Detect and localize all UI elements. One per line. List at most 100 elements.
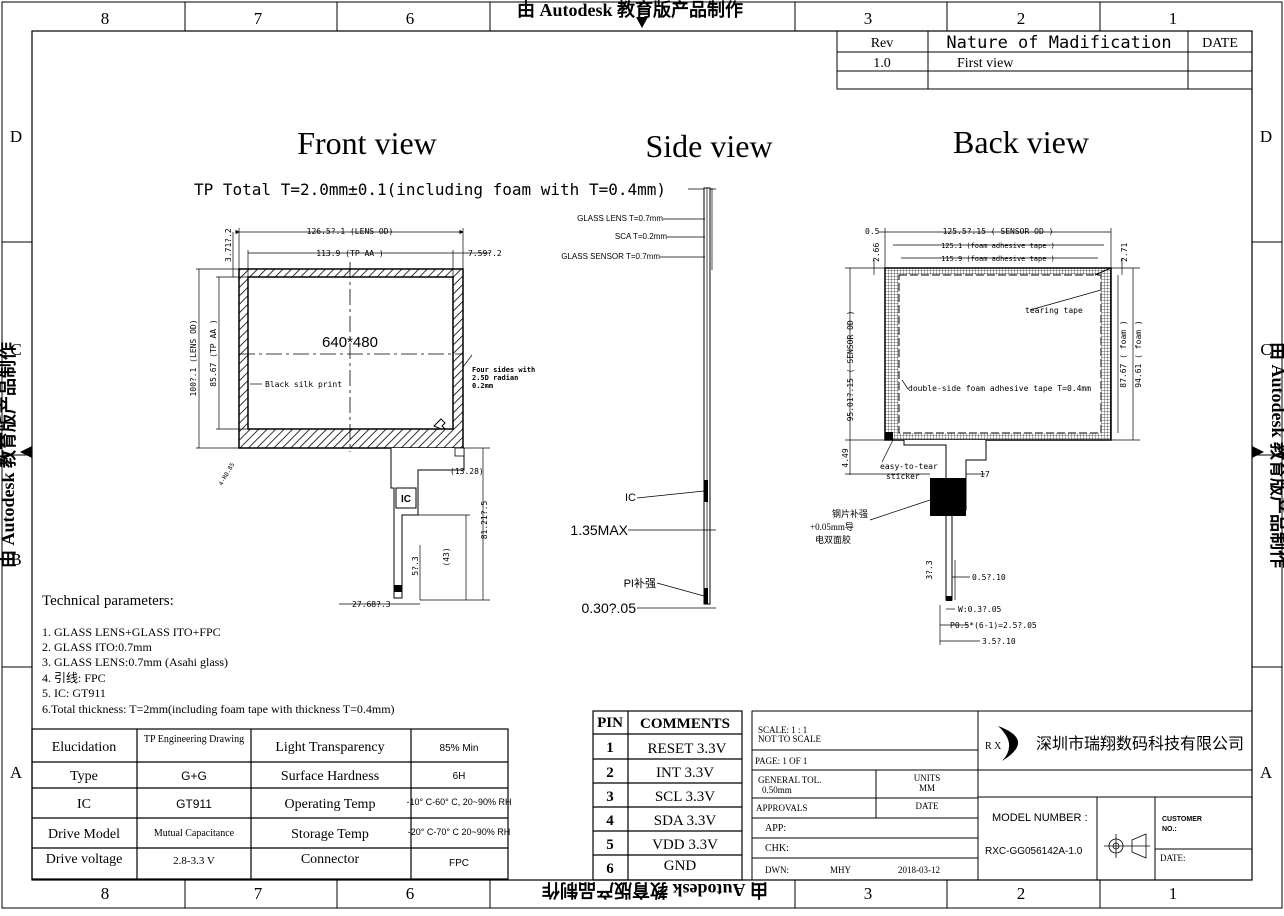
grid-number-bottom-3: 3	[864, 884, 873, 903]
front-view: 640*480 IC	[189, 227, 535, 609]
back-17: 17	[980, 470, 990, 479]
spec-r3-c3: Operating Temp	[285, 797, 376, 812]
pin-5-comment: VDD 3.3V	[652, 837, 718, 853]
corner-radius: 4-R0.85	[218, 461, 237, 487]
grid-letter-left-b: B	[10, 550, 21, 569]
model-number: RXC-GG056142A-1.0	[985, 846, 1083, 857]
app-label: APP:	[765, 823, 786, 834]
back-3: 3?.3	[925, 560, 934, 579]
double-side-tape: double-side foam adhesive tape T=0.4mm	[908, 384, 1091, 393]
pin-4-comment: SDA 3.3V	[654, 813, 717, 829]
spec-r1-c2: TP Engineering Drawing	[144, 734, 244, 745]
spec-r5-c1: Drive voltage	[46, 852, 123, 867]
nature-header: Nature of Madification	[946, 33, 1171, 53]
pin-2: 2	[606, 765, 614, 781]
back-foam-tape-1: 125.1 (foam adhesive tape )	[941, 242, 1055, 250]
pin-4: 4	[606, 813, 614, 829]
pin-header: PIN	[597, 715, 623, 731]
spec-r1-c1: Elucidation	[52, 740, 117, 755]
watermark-right: 由 Autodesk 教育版产品制作	[1268, 342, 1284, 568]
grid-number-top-8: 8	[101, 9, 110, 28]
grid-number-top-3: 3	[864, 9, 873, 28]
side-max: 1.35MAX	[570, 522, 628, 538]
spec-r4-c1: Drive Model	[48, 827, 120, 842]
back-sensor-od: 125.5?.15 ( SENSOR OD )	[943, 227, 1054, 236]
pin-2-comment: INT 3.3V	[656, 765, 714, 781]
spec-r2-c2-text: G+G	[181, 769, 207, 783]
tol-value: 0.50mm	[762, 785, 792, 795]
grid-number-top-2: 2	[1017, 9, 1026, 28]
radian-note-1: Four sides with	[472, 366, 535, 374]
chk-label: CHK:	[765, 843, 789, 854]
watermark-bottom: 由 Autodesk 教育版产品制作	[542, 880, 768, 901]
grid-letter-left-d: D	[10, 127, 22, 146]
units-label: UNITS	[914, 773, 941, 783]
dwn-name: MHY	[830, 865, 852, 875]
spec-r3-c4: -10° C-60° C, 20~90% RH	[407, 797, 512, 807]
back-sensor-od-h: 95.01?.15 ( SENSOR OD )	[846, 311, 855, 422]
grid-number-bottom-6: 6	[406, 884, 415, 903]
spec-r4-c4: -20° C-70° C 20~90% RH	[408, 827, 511, 837]
watermark-left: 由 Autodesk 教育版产品制作	[0, 342, 18, 568]
easy-tear-1: easy-to-tear	[880, 462, 938, 471]
resolution-label: 640*480	[322, 334, 378, 351]
black-silk-label: Black silk print	[265, 380, 342, 389]
company-name: 深圳市瑞翔数码科技有限公司	[1036, 735, 1244, 753]
dwn-date: 2018-03-12	[898, 865, 940, 875]
spec-r3-c2: GT911	[176, 797, 212, 811]
back-449: 4.49	[841, 448, 850, 467]
tech-item-5: 5. IC: GT911	[42, 686, 106, 700]
grid-number-top-1: 1	[1169, 9, 1178, 28]
pin-5: 5	[606, 837, 614, 853]
pin-1: 1	[606, 740, 614, 756]
total-thickness-note: TP Total T=2.0mm±0.1(including foam with…	[194, 180, 666, 199]
spec-r5-c4: FPC	[449, 858, 469, 869]
tech-item-2: 2. GLASS ITO:0.7mm	[42, 640, 152, 654]
tech-item-6: 6.Total thickness: T=2mm(including foam …	[42, 702, 395, 716]
right-margin-dim: 7.59?.2	[468, 249, 502, 258]
tech-item-3: 3. GLASS LENS:0.7mm (Asahi glass)	[42, 655, 228, 669]
spec-r2-c1: Type	[70, 769, 98, 784]
side-sca: SCA T=0.2mm	[615, 232, 667, 241]
side-ic: IC	[625, 492, 636, 504]
page-label: PAGE: 1 OF 1	[755, 756, 807, 766]
fpc-length-dim: 81.21?.5	[480, 501, 489, 540]
spec-r1-c4: 85% Min	[440, 743, 479, 754]
scale-line-2: NOT TO SCALE	[758, 734, 822, 744]
grid-letter-left-c: C	[10, 340, 21, 359]
rev-header: Rev	[871, 36, 894, 51]
back-foam-h1: 87.67 ( foam )	[1119, 320, 1128, 387]
customer-label-1: CUSTOMER	[1162, 816, 1202, 823]
back-271: 2.71	[1120, 243, 1129, 262]
back-view: 0.5 125.5?.15 ( SENSOR OD ) 125.1 (foam …	[810, 227, 1143, 646]
back-w: W:0.3?.05	[958, 605, 1002, 614]
date-header: DATE	[1202, 36, 1238, 51]
units-value: MM	[919, 783, 935, 793]
spec-table: Elucidation Light Transparency Type Surf…	[31, 728, 512, 880]
easy-tear-2: sticker	[886, 472, 920, 481]
spec-r3-c1: IC	[77, 797, 91, 812]
grid-letter-right-a: A	[1260, 763, 1273, 782]
general-tol: GENERAL TOL.	[758, 775, 821, 785]
approvals-label: APPROVALS	[756, 803, 807, 813]
lens-od-height: 100?.1 (LENS OD)	[189, 319, 198, 396]
steel-note-2: +0.05mm导	[810, 522, 854, 532]
front-view-title: Front view	[297, 125, 437, 161]
side-thickness: 0.30?.05	[582, 600, 637, 616]
back-foam-tape-2: 115.9 (foam adhesive tape )	[941, 255, 1055, 263]
grid-letter-right-d: D	[1260, 127, 1272, 146]
approvals-date-label: DATE	[916, 801, 939, 811]
side-glass-lens: GLASS LENS T=0.7mm	[577, 214, 663, 223]
side-view: GLASS LENS T=0.7mm SCA T=0.2mm GLASS SEN…	[561, 187, 716, 616]
grid-number-top-7: 7	[254, 9, 263, 28]
side-glass-sensor: GLASS SENSOR T=0.7mm	[561, 252, 660, 261]
scale-line-1: SCALE: 1 : 1	[758, 725, 807, 735]
tech-title: Technical parameters:	[42, 593, 174, 609]
spec-r2-c3: Surface Hardness	[281, 769, 379, 784]
comments-header: COMMENTS	[640, 716, 730, 732]
grid-number-bottom-7: 7	[254, 884, 263, 903]
title-block: SCALE: 1 : 1 NOT TO SCALE PAGE: 1 OF 1 G…	[751, 710, 1253, 881]
spec-r4-c3: Storage Temp	[291, 827, 369, 842]
grid-number-top-6: 6	[406, 9, 415, 28]
revision-description: First view	[957, 56, 1014, 71]
